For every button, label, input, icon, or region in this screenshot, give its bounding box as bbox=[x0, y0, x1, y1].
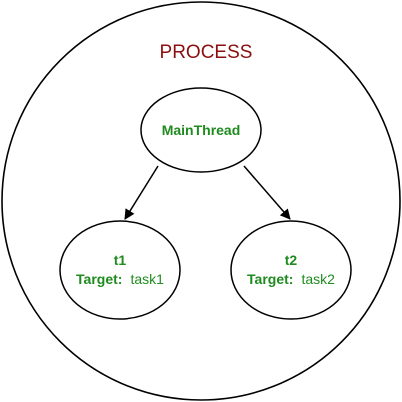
thread-t1-target-value: task1 bbox=[130, 271, 164, 287]
thread-t2-target-value: task2 bbox=[301, 271, 335, 287]
thread-t2-target: Target: task2 bbox=[247, 271, 335, 288]
thread-t2-ellipse bbox=[230, 220, 352, 320]
arrow-main-to-t2 bbox=[243, 165, 291, 220]
thread-t1-node: t1 Target: task1 bbox=[59, 220, 181, 320]
process-title: PROCESS bbox=[160, 42, 253, 63]
main-thread-node: MainThread bbox=[140, 87, 262, 173]
thread-t2-name: t2 bbox=[285, 252, 298, 268]
thread-t1-target-key: Target: bbox=[76, 271, 122, 287]
thread-t1-target: Target: task1 bbox=[76, 271, 164, 288]
main-thread-ellipse bbox=[140, 87, 262, 173]
thread-t1-ellipse bbox=[59, 220, 181, 320]
arrow-main-to-t1 bbox=[124, 165, 159, 220]
main-thread-label: MainThread bbox=[162, 122, 241, 138]
thread-t2-target-key: Target: bbox=[247, 271, 293, 287]
thread-t1-name: t1 bbox=[114, 252, 127, 268]
thread-t2-node: t2 Target: task2 bbox=[230, 220, 352, 320]
